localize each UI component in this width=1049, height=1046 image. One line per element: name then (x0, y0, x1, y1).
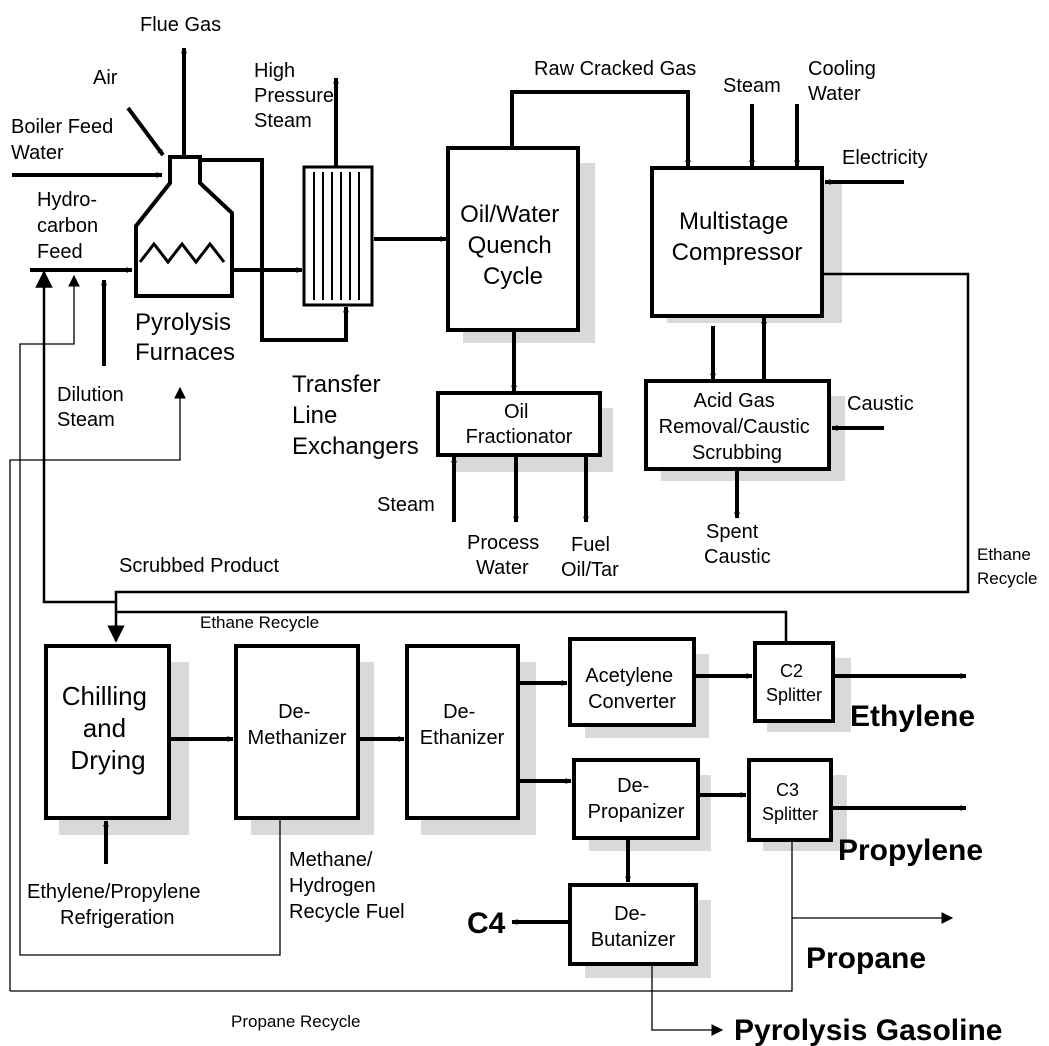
refrigeration-label: Ethylene/Propylene Refrigeration (27, 881, 206, 929)
scrubbed-product-label: Scrubbed Product (119, 555, 280, 577)
acid-gas-label: Acid Gas Removal/Caustic Scrubbing (659, 390, 816, 464)
c3-splitter-label: C3 Splitter (762, 780, 818, 824)
box-labels: Oil/Water Quench Cycle Multistage Compre… (62, 201, 822, 951)
deethanizer-box (405, 644, 520, 820)
propane-recycle-label: Propane Recycle (231, 1012, 360, 1031)
chilling-label: Chilling and Drying (62, 681, 155, 775)
depropanizer-box (572, 758, 700, 840)
ethane-recycle-mid-label: Ethane Recycle (200, 613, 319, 632)
deethanizer-label: De- Ethanizer (420, 701, 505, 749)
c2-splitter-label: C2 Splitter (766, 661, 822, 705)
transfer-line-exchangers-label: Transfer Line Exchangers (292, 371, 419, 460)
hydrocarbon-feed-label: Hydro- carbon Feed (37, 189, 104, 263)
debutanizer-label: De- Butanizer (591, 903, 676, 951)
methane-hydrogen-label: Methane/ Hydrogen Recycle Fuel (289, 849, 405, 923)
spent-caustic-label: Spent Caustic (704, 521, 771, 568)
c4-label: C4 (467, 907, 506, 940)
pyrolysis-furnace-icon (134, 155, 234, 298)
fuel-oil-tar-label: Fuel Oil/Tar (561, 534, 619, 581)
steam-oil-label: Steam (377, 494, 435, 516)
flue-gas-label: Flue Gas (140, 14, 221, 36)
acid-gas-box (644, 379, 831, 471)
pyrolysis-furnaces-label: Pyrolysis Furnaces (135, 309, 238, 366)
compressor-label: Multistage Compressor (672, 208, 803, 266)
products: Ethylene Propylene Propane C4 Pyrolysis … (467, 700, 1002, 1046)
caustic-label: Caustic (847, 393, 914, 415)
dilution-steam-label: Dilution Steam (57, 384, 129, 431)
steam-top-label: Steam (723, 75, 781, 97)
labels: Flue Gas Air Boiler Feed Water Hydro- ca… (11, 14, 1037, 1031)
transfer-line-exchanger-icon (302, 165, 374, 307)
c2-splitter-box (753, 641, 835, 723)
chilling-box (44, 644, 171, 820)
oil-fractionator-box (436, 391, 602, 457)
oil-fractionator-label: Oil Fractionator (466, 401, 573, 448)
raw-cracked-gas-label: Raw Cracked Gas (534, 58, 696, 80)
compressor-box (650, 166, 824, 318)
electricity-label: Electricity (842, 147, 928, 169)
quench-box (446, 146, 580, 332)
propylene-label: Propylene (838, 834, 983, 867)
c3-splitter-box (747, 758, 833, 842)
pyrolysis-gasoline-label: Pyrolysis Gasoline (734, 1014, 1002, 1046)
thick-flow-lines (12, 47, 970, 925)
air-label: Air (93, 67, 118, 89)
high-pressure-steam-label: High Pressure Steam (254, 60, 340, 132)
demethanizer-label: De- Methanizer (248, 701, 347, 749)
ethylene-label: Ethylene (850, 700, 975, 733)
acetylene-label: Acetylene Converter (585, 665, 678, 713)
process-water-label: Process Water (467, 532, 545, 579)
cooling-water-label: Cooling Water (808, 58, 881, 105)
quench-label: Oil/Water Quench Cycle (460, 201, 566, 290)
depropanizer-label: De- Propanizer (588, 775, 685, 823)
demethanizer-box (234, 644, 360, 820)
thin-flow-lines (9, 274, 954, 1036)
propane-label: Propane (806, 942, 926, 975)
boiler-feed-water-label: Boiler Feed Water (11, 116, 119, 164)
ethane-recycle-right-label: Ethane Recycle (977, 545, 1037, 588)
acetylene-box (568, 637, 696, 727)
debutanizer-box (568, 883, 698, 966)
